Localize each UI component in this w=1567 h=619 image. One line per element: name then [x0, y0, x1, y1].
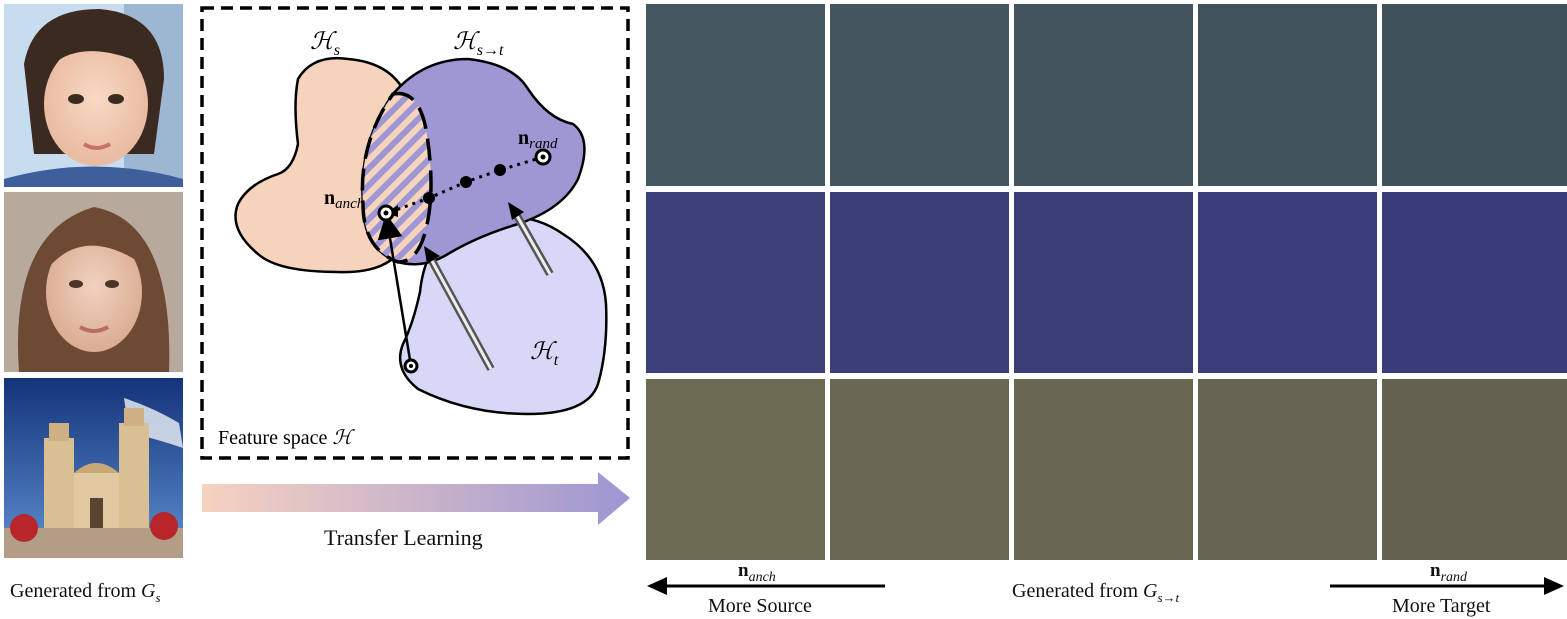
- source-image-child: [4, 4, 183, 187]
- result-grid: [646, 4, 1567, 560]
- anchor-arrow: [377, 213, 413, 367]
- feature-space-frame: [200, 6, 630, 460]
- bottom-left-anch-label: nanch: [738, 560, 776, 585]
- portrait-painting-cell-1: [646, 4, 825, 186]
- street-painting-cell-4: [1198, 379, 1377, 560]
- street-painting-cell-5: [1382, 379, 1567, 560]
- label-hs: ℋs: [310, 29, 340, 59]
- cathedral-art: [4, 378, 183, 558]
- more-source-label: More Source: [708, 595, 812, 617]
- portrait-painting-cell-3: [1014, 4, 1193, 186]
- child-portrait-art: [4, 4, 183, 187]
- more-source-arrow: [647, 577, 885, 595]
- label-hst: ℋs→t: [453, 29, 504, 59]
- label-anch: nanch: [324, 187, 364, 212]
- feature-space-label: Feature space ℋ: [218, 427, 355, 449]
- anime-portrait-cell-2: [830, 192, 1009, 373]
- transfer-learning-label: Transfer Learning: [324, 525, 483, 550]
- portrait-painting-cell-5: [1382, 4, 1567, 186]
- more-target-label: More Target: [1392, 595, 1491, 617]
- bottom-right-rand-label: nrand: [1430, 560, 1468, 585]
- double-arrow-center: [424, 246, 495, 371]
- anime-portrait-cell-5: [1382, 192, 1567, 373]
- anime-portrait-cell-4: [1198, 192, 1377, 373]
- source-caption: Generated from Gs: [10, 580, 161, 606]
- label-rand: nrand: [518, 127, 558, 152]
- source-image-cathedral: [4, 378, 183, 558]
- portrait-painting-cell-2: [830, 4, 1009, 186]
- street-painting-cell-1: [646, 379, 825, 560]
- street-painting-cell-2: [830, 379, 1009, 560]
- transfer-learning-arrow: [202, 472, 630, 525]
- source-caption-sub: s: [155, 590, 161, 605]
- street-painting-cell-3: [1014, 379, 1193, 560]
- portrait-painting-cell-4: [1198, 4, 1377, 186]
- source-caption-prefix: Generated from: [10, 580, 142, 602]
- target-generator-caption: Generated from Gs→t: [1012, 580, 1180, 605]
- more-target-arrow: [1330, 577, 1564, 595]
- interp-point-1: [494, 164, 506, 176]
- source-image-woman: [4, 192, 183, 372]
- feature-space-diagram: ℋs ℋs→t nanch nrand ℋt Feature space ℋ: [200, 6, 630, 460]
- interp-point-2: [460, 176, 472, 188]
- double-arrow-right: [508, 202, 554, 276]
- source-caption-symbol: G: [141, 580, 156, 602]
- woman-portrait-art: [4, 192, 183, 372]
- anime-portrait-cell-1: [646, 192, 825, 373]
- label-ht: ℋt: [530, 339, 559, 369]
- anime-portrait-cell-3: [1014, 192, 1193, 373]
- interp-point-3: [423, 192, 435, 204]
